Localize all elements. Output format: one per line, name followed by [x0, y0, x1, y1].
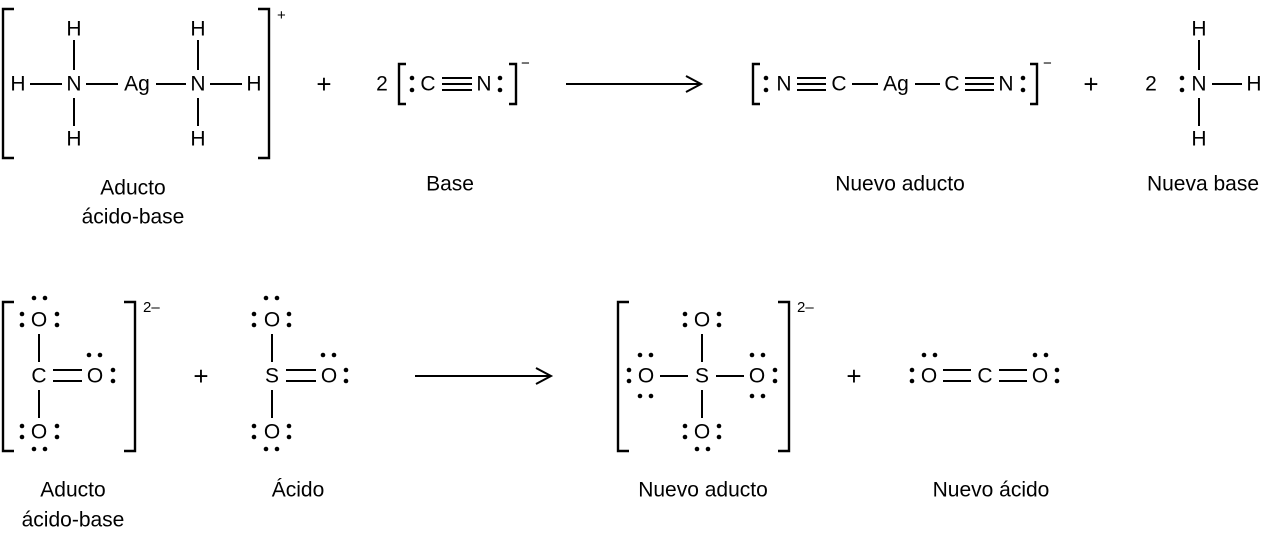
- species-label: Nueva base: [1147, 173, 1259, 196]
- left-bracket: [616, 300, 629, 453]
- atom-n: N: [998, 73, 1013, 96]
- cyanide-ion: 2 − C N Base: [376, 55, 530, 196]
- charge-2minus: 2–: [797, 299, 814, 316]
- left-bracket: [397, 62, 406, 106]
- charge-minus: −: [1043, 55, 1052, 72]
- species-label: Nuevo aducto: [638, 479, 768, 502]
- reaction-arrow: [566, 75, 704, 93]
- right-bracket: [778, 300, 791, 453]
- species-label: Nuevo ácido: [933, 479, 1050, 502]
- atom-ag: Ag: [883, 73, 909, 96]
- left-bracket: [1, 7, 14, 160]
- atom-h: H: [190, 128, 205, 151]
- atom-s: S: [695, 365, 709, 388]
- plus-sign: +: [316, 69, 331, 99]
- atom-h: H: [1246, 73, 1261, 96]
- atom-n: N: [1191, 73, 1206, 96]
- species-label: Aducto: [100, 177, 165, 200]
- diamminesilver-complex: + H N Ag N H H H H H Aducto ácido-base: [1, 7, 286, 229]
- atom-o: O: [321, 365, 337, 388]
- species-label: ácido-base: [22, 509, 125, 532]
- right-bracket: [258, 7, 271, 160]
- atom-c: C: [944, 73, 959, 96]
- atom-o: O: [264, 309, 280, 332]
- atom-n: N: [776, 73, 791, 96]
- right-bracket: [509, 62, 518, 106]
- atom-c: C: [31, 365, 46, 388]
- plus-sign: +: [846, 361, 861, 391]
- atom-h: H: [66, 128, 81, 151]
- atom-o: O: [638, 365, 654, 388]
- atom-o: O: [694, 421, 710, 444]
- atom-o: O: [31, 309, 47, 332]
- atom-o: O: [87, 365, 103, 388]
- left-bracket: [1, 300, 14, 453]
- species-label: Aducto: [40, 479, 105, 502]
- atom-o: O: [694, 309, 710, 332]
- species-label: ácido-base: [82, 206, 185, 229]
- charge-plus: +: [277, 7, 286, 24]
- atom-h: H: [66, 18, 81, 41]
- dicyanoargentate-complex: − N C Ag C N Nuevo aducto: [751, 55, 1052, 196]
- sulfate-ion: 2– O O S O O Nuevo aducto: [616, 299, 814, 502]
- species-label: Nuevo aducto: [835, 173, 965, 196]
- atom-h: H: [246, 73, 261, 96]
- atom-n: N: [190, 73, 205, 96]
- atom-c: C: [831, 73, 846, 96]
- right-bracket: [124, 300, 137, 453]
- atom-o: O: [1032, 365, 1048, 388]
- coefficient: 2: [376, 73, 388, 96]
- carbon-dioxide-molecule: O C O Nuevo ácido: [909, 352, 1060, 502]
- atom-c: C: [420, 73, 435, 96]
- atom-o: O: [749, 365, 765, 388]
- atom-o: O: [31, 421, 47, 444]
- atom-ag: Ag: [124, 73, 150, 96]
- atom-h: H: [1191, 128, 1206, 151]
- plus-sign: +: [1083, 69, 1098, 99]
- atom-o: O: [921, 365, 937, 388]
- atom-h: H: [1191, 18, 1206, 41]
- species-label: Ácido: [272, 479, 325, 502]
- atom-s: S: [265, 365, 279, 388]
- right-bracket: [1030, 62, 1039, 106]
- atom-o: O: [264, 421, 280, 444]
- atom-n: N: [66, 73, 81, 96]
- charge-minus: −: [521, 55, 530, 72]
- charge-2minus: 2–: [143, 299, 160, 316]
- carbonate-ion: 2– O C O O Aducto ácido-base: [1, 295, 160, 532]
- coefficient: 2: [1145, 73, 1157, 96]
- reaction-arrow: [415, 367, 554, 385]
- atom-h: H: [190, 18, 205, 41]
- left-bracket: [751, 62, 760, 106]
- plus-sign: +: [193, 361, 208, 391]
- species-label: Base: [426, 173, 474, 196]
- atom-h: H: [10, 73, 25, 96]
- sulfur-trioxide-molecule: O S O O Ácido: [251, 295, 349, 502]
- atom-n: N: [476, 73, 491, 96]
- ammonia-molecule: 2 N H H H Nueva base: [1145, 18, 1261, 196]
- atom-c: C: [977, 365, 992, 388]
